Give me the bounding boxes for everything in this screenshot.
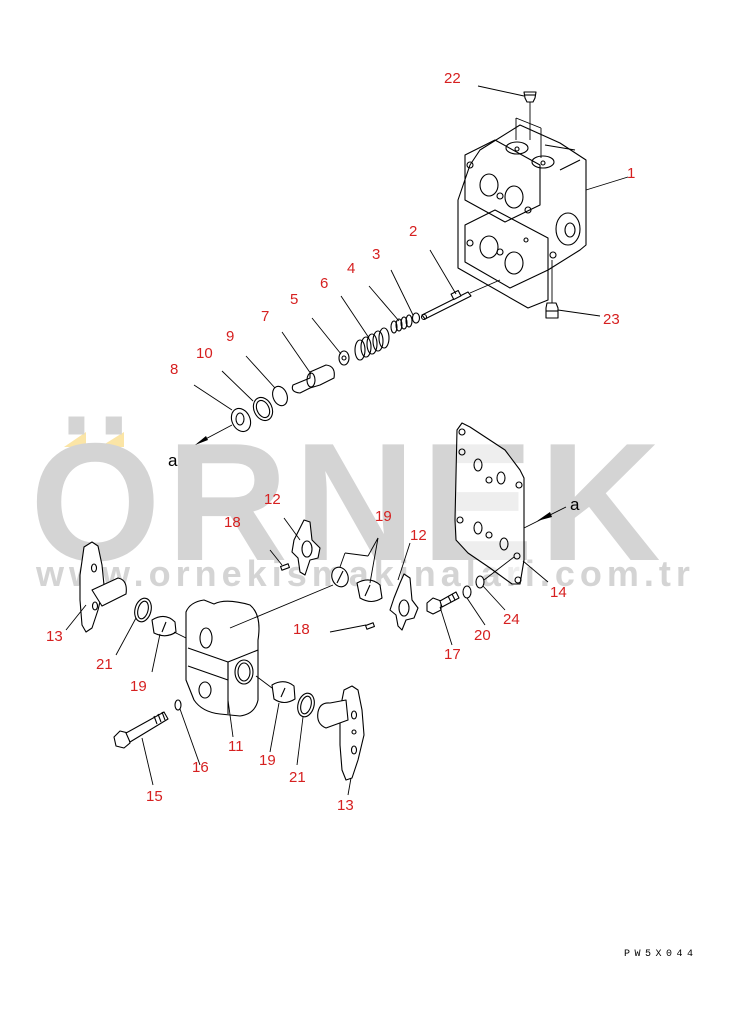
- part-2-spool[interactable]: [420, 279, 501, 321]
- callout-18-middle: 18: [293, 621, 310, 638]
- part-16-washer[interactable]: [174, 699, 182, 711]
- watermark-brand: ÖRNEK: [30, 408, 667, 596]
- part-7-piston[interactable]: [291, 364, 335, 394]
- callout-10: 10: [196, 345, 213, 362]
- part-18-pin-middle[interactable]: [365, 622, 375, 630]
- part-22-plug[interactable]: [515, 91, 542, 158]
- callout-17: 17: [444, 646, 461, 663]
- callout-19-right: 19: [259, 752, 276, 769]
- part-1-valve-body[interactable]: [457, 124, 587, 309]
- callout-9: 9: [226, 328, 234, 345]
- callout-4: 4: [347, 260, 355, 277]
- reference-arrow-a-right: a: [523, 495, 580, 529]
- part-13-lever-left[interactable]: [79, 541, 127, 633]
- callout-20: 20: [474, 627, 491, 644]
- callout-23: 23: [603, 311, 620, 328]
- watermark-accent-left: [64, 432, 86, 447]
- part-24-o-ring[interactable]: [475, 556, 515, 589]
- part-12-lever-upper-left[interactable]: [291, 519, 321, 576]
- callout-1: 1: [627, 165, 635, 182]
- part-19-bushing-upper-a[interactable]: [329, 565, 351, 589]
- part-11-block[interactable]: [185, 599, 260, 717]
- part-9-o-ring[interactable]: [270, 384, 290, 408]
- callout-16: 16: [192, 759, 209, 776]
- callout-19-upper: 19: [375, 508, 392, 525]
- callout-7: 7: [261, 308, 269, 325]
- part-19-bushing-upper-b[interactable]: [356, 579, 383, 603]
- part-21-seal-right[interactable]: [295, 691, 317, 718]
- part-5-retainer[interactable]: [338, 350, 350, 366]
- drawing-code: PW5X044: [624, 949, 698, 960]
- callout-5: 5: [290, 291, 298, 308]
- callout-11: 11: [228, 738, 244, 755]
- callout-14: 14: [550, 584, 567, 601]
- callout-labels: 22 1 2 3 4 6 5 23 7 9 10 8 12 19 18 12 1…: [46, 70, 635, 814]
- part-19-bushing-right[interactable]: [271, 681, 296, 704]
- callout-21-left: 21: [96, 656, 113, 673]
- callout-19-left: 19: [130, 678, 147, 695]
- part-10-seal[interactable]: [250, 394, 276, 423]
- callout-21-right: 21: [289, 769, 306, 786]
- callout-12-upper-left: 12: [264, 491, 281, 508]
- part-19-bushing-left[interactable]: [151, 615, 177, 637]
- part-12-lever-upper-right[interactable]: [389, 573, 419, 631]
- callout-15: 15: [146, 788, 163, 805]
- part-4-spring[interactable]: [390, 314, 413, 334]
- callout-13-right: 13: [337, 797, 354, 814]
- part-21-seal-left[interactable]: [132, 596, 154, 623]
- callout-12-upper-right: 12: [410, 527, 427, 544]
- callout-13-left: 13: [46, 628, 63, 645]
- part-14-gasket-plate[interactable]: [454, 422, 525, 585]
- callout-6: 6: [320, 275, 328, 292]
- part-15-bolt[interactable]: [113, 711, 169, 749]
- reference-arrow-a-upper: a: [168, 424, 233, 470]
- part-6-spring[interactable]: [354, 327, 390, 361]
- part-13-lever-right[interactable]: [317, 685, 365, 781]
- callout-18-upper: 18: [224, 514, 241, 531]
- callout-8: 8: [170, 361, 178, 378]
- callout-24: 24: [503, 611, 520, 628]
- callout-22: 22: [444, 70, 461, 87]
- part-20-washer[interactable]: [462, 585, 472, 599]
- part-23-plug[interactable]: [545, 260, 559, 319]
- leader-lines: [65, 85, 629, 796]
- part-3-ring[interactable]: [411, 312, 421, 324]
- reference-mark-a-upper: a: [168, 451, 178, 470]
- watermark-accent-right: [100, 432, 124, 447]
- part-17-bolt[interactable]: [426, 591, 460, 615]
- callout-3: 3: [372, 246, 380, 263]
- callout-2: 2: [409, 223, 417, 240]
- part-18-pin-upper[interactable]: [280, 563, 290, 571]
- part-8-cap[interactable]: [228, 405, 254, 434]
- reference-mark-a-right: a: [570, 495, 580, 514]
- watermark: ÖRNEK www.ornekismakinalari.com.tr: [30, 408, 690, 596]
